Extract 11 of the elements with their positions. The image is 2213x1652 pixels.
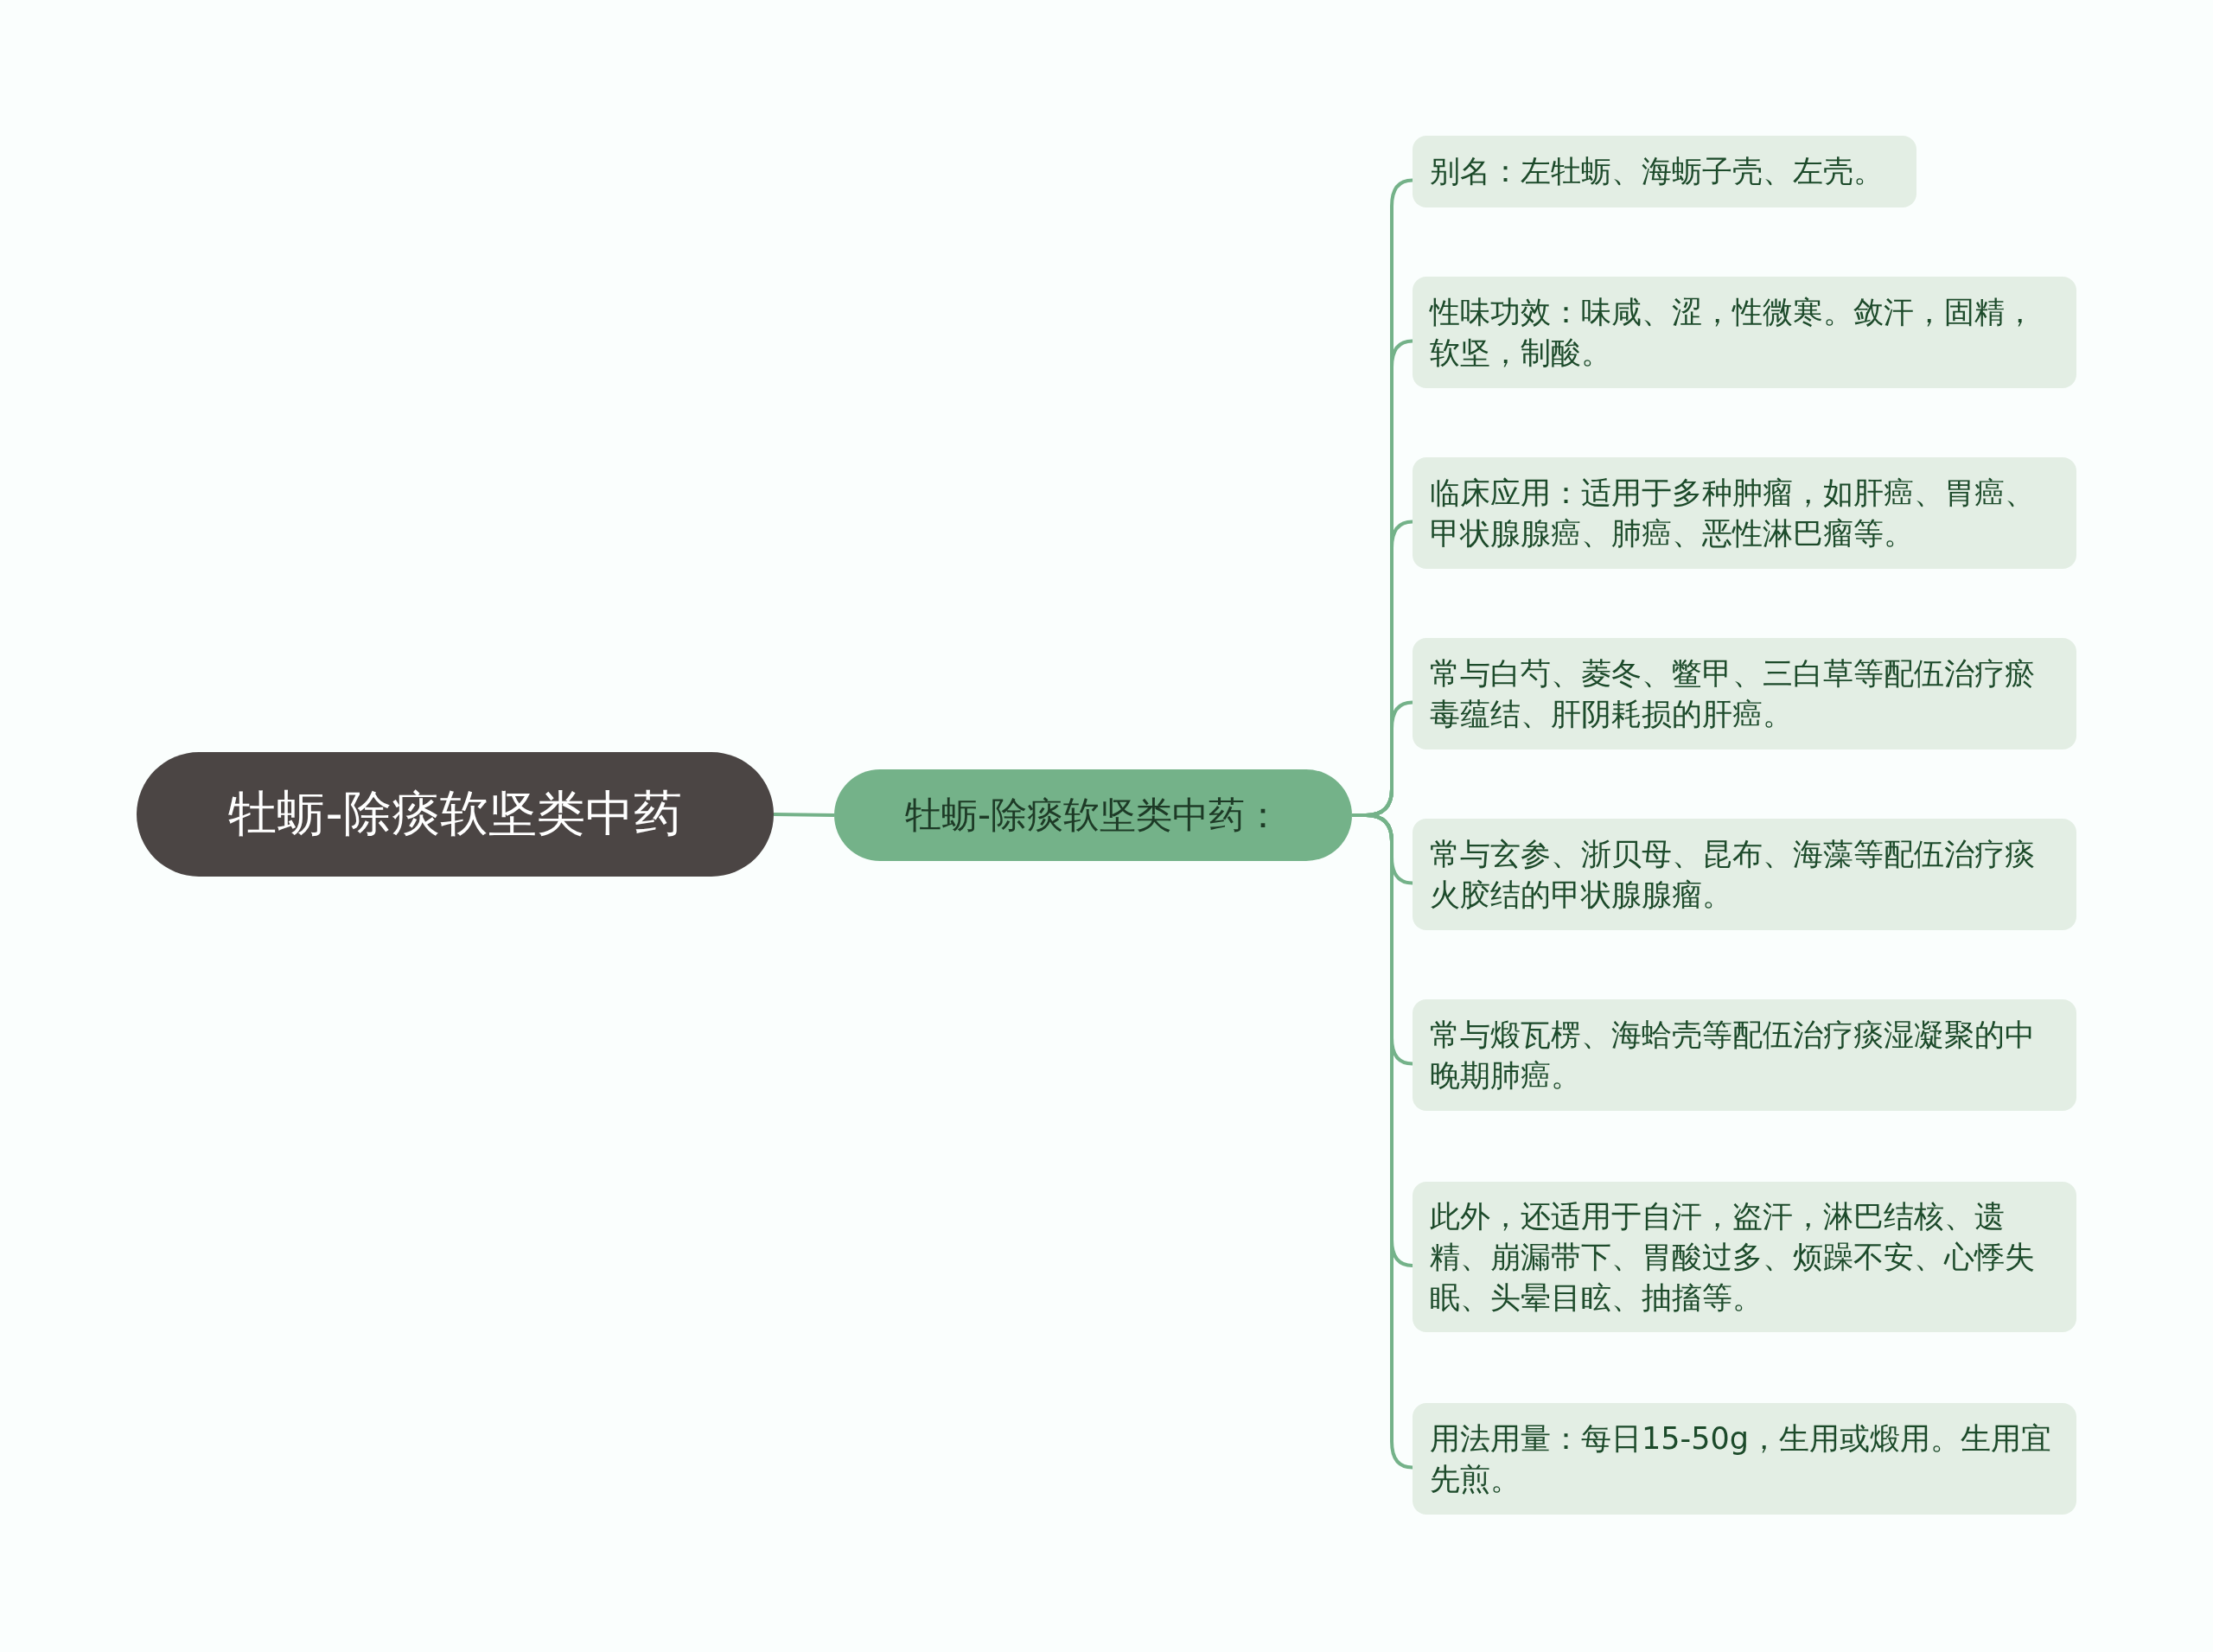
text-box: 常与煅瓦楞、海蛤壳等配伍治疗痰湿凝聚的中晚期肺癌。	[1413, 999, 2076, 1111]
connector-line	[773, 813, 835, 817]
topic-box: 牡蛎-除痰软坚类中药：	[834, 769, 1352, 861]
text-box: 性味功效：味咸、涩，性微寒。敛汗，固精，软坚，制酸。	[1413, 277, 2076, 388]
text-box: 此外，还适用于自汗，盗汗，淋巴结核、遗精、崩漏带下、胃酸过多、烦躁不安、心悸失眠、头晕目眩、抽搐等。	[1413, 1182, 2076, 1332]
text-box: 别名：左牡蛎、海蛎子壳、左壳。	[1413, 136, 1916, 207]
text-box: 临床应用：适用于多种肿瘤，如肝癌、胃癌、甲状腺腺癌、肺癌、恶性淋巴瘤等。	[1413, 457, 2076, 569]
text-box: 用法用量：每日15-50g，生用或煅用。生用宜先煎。	[1413, 1403, 2076, 1515]
root-box: 牡蛎-除痰软坚类中药	[137, 752, 774, 877]
text-box: 常与玄参、浙贝母、昆布、海藻等配伍治疗痰火胶结的甲状腺腺瘤。	[1413, 819, 2076, 930]
text-box: 常与白芍、菱冬、鳖甲、三白草等配伍治疗瘀毒蕴结、肝阴耗损的肝癌。	[1413, 638, 2076, 749]
